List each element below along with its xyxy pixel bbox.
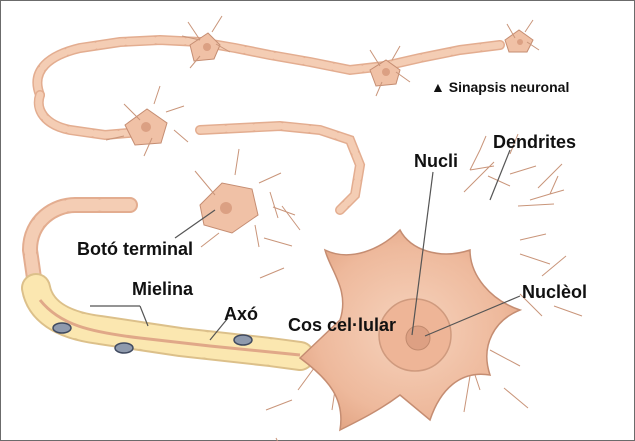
label-sinapsis-neuronal: ▲ Sinapsis neuronal	[431, 80, 569, 94]
myelin-chain-top	[37, 40, 500, 210]
label-boto-terminal: Botó terminal	[77, 240, 193, 258]
label-nucleol: Nuclèol	[522, 283, 587, 301]
label-dendrites: Dendrites	[493, 133, 576, 151]
label-axo: Axó	[224, 305, 258, 323]
label-cos-cellular: Cos cel·lular	[288, 316, 396, 334]
label-nucli: Nucli	[414, 152, 458, 170]
label-mielina: Mielina	[132, 280, 193, 298]
